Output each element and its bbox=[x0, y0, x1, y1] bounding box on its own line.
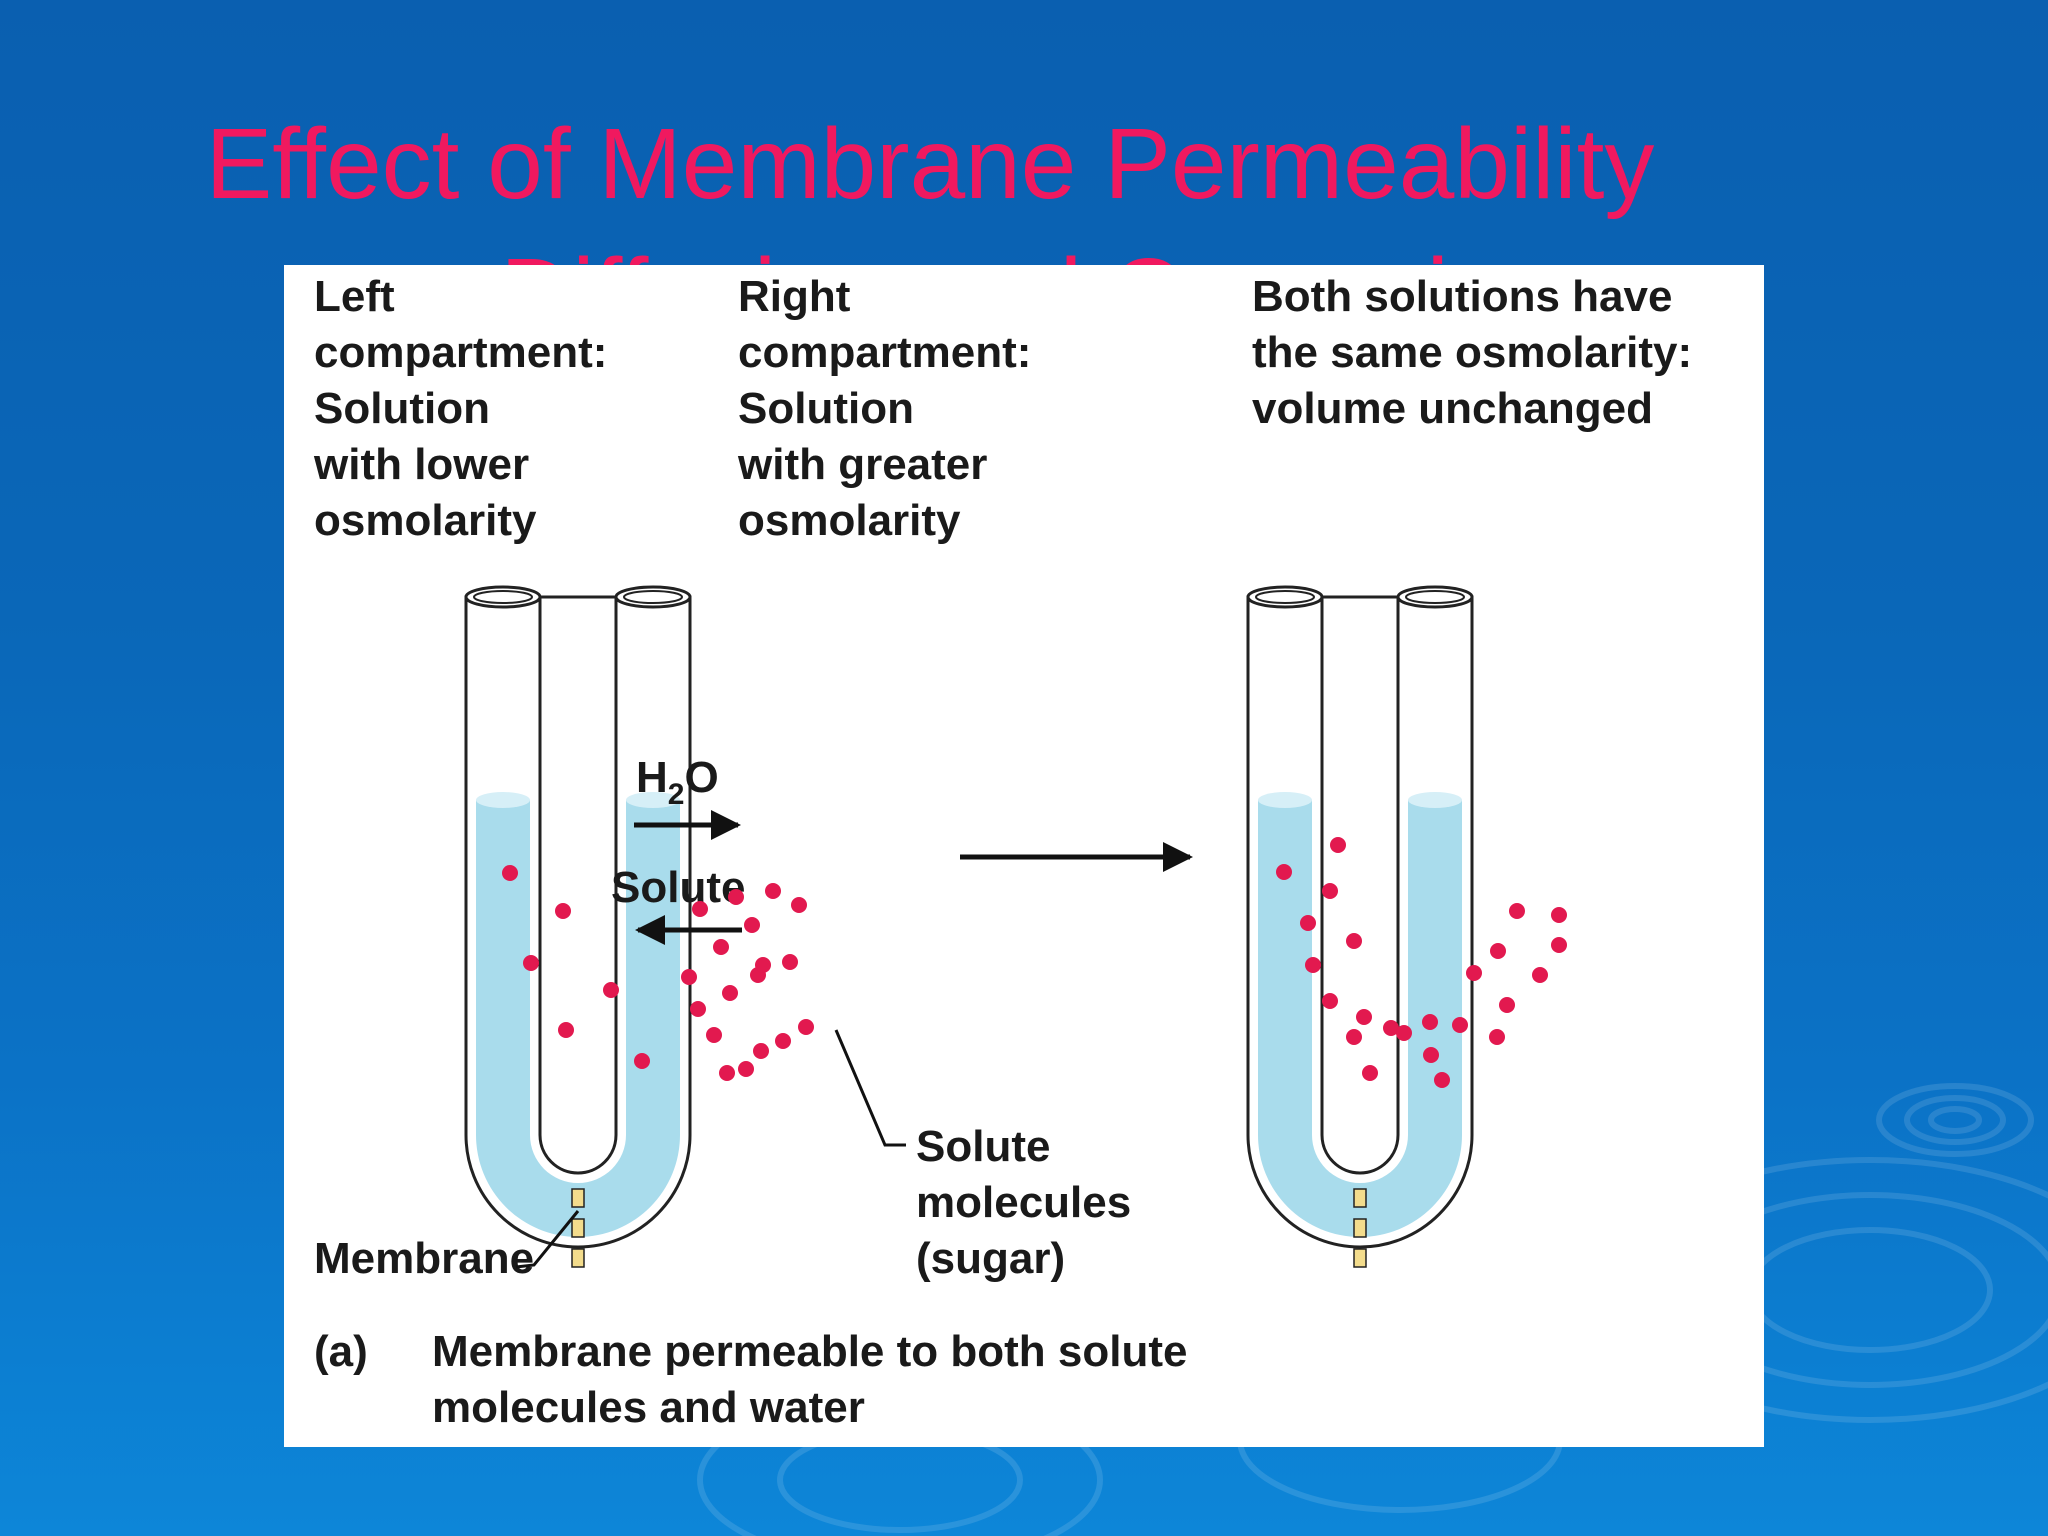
solution-before bbox=[476, 800, 680, 1237]
membrane-leader-line bbox=[515, 1210, 580, 1269]
solute-molecule bbox=[744, 917, 760, 933]
solute-molecule bbox=[1396, 1025, 1412, 1041]
caption: Membrane permeable to both solute molecu… bbox=[432, 1327, 1200, 1432]
solute-leader-line bbox=[834, 1029, 906, 1147]
title-line-1: Effect of Membrane Permeability bbox=[205, 108, 1655, 220]
solute-molecule bbox=[765, 883, 781, 899]
diagram-panel: Left compartment: Solution with lower os… bbox=[284, 265, 1764, 1447]
solute-molecule bbox=[1434, 1072, 1450, 1088]
solute-molecule bbox=[555, 903, 571, 919]
solute-molecule bbox=[1466, 965, 1482, 981]
solute-molecule bbox=[706, 1027, 722, 1043]
left-compartment-label: Left compartment: Solution with lower os… bbox=[313, 272, 620, 545]
solute-molecule bbox=[775, 1033, 791, 1049]
membrane-pore bbox=[1353, 1218, 1367, 1238]
osmosis-diagram: Left compartment: Solution with lower os… bbox=[313, 272, 1704, 1432]
solute-molecule bbox=[1362, 1065, 1378, 1081]
membrane-label: Membrane bbox=[314, 1234, 534, 1283]
solute-molecule bbox=[1330, 837, 1346, 853]
solute-molecule bbox=[713, 939, 729, 955]
solute-molecule bbox=[1383, 1020, 1399, 1036]
solute-molecule bbox=[1551, 937, 1567, 953]
solute-molecule bbox=[1300, 915, 1316, 931]
solute-molecule bbox=[753, 1043, 769, 1059]
membrane-before bbox=[571, 1188, 585, 1268]
solute-molecule bbox=[1305, 957, 1321, 973]
solute-molecule bbox=[558, 1022, 574, 1038]
result-label: Both solutions have the same osmolarity:… bbox=[1252, 272, 1704, 433]
solute-molecule bbox=[502, 865, 518, 881]
solute-molecule bbox=[1346, 1029, 1362, 1045]
solute-molecule bbox=[1276, 864, 1292, 880]
solute-molecule bbox=[1356, 1009, 1372, 1025]
right-compartment-label: Right compartment: Solution with greater… bbox=[737, 272, 1044, 545]
solute-molecule bbox=[523, 955, 539, 971]
solution-after bbox=[1258, 800, 1462, 1237]
solute-molecule bbox=[728, 889, 744, 905]
solute-molecule bbox=[722, 985, 738, 1001]
solute-molecule bbox=[1490, 943, 1506, 959]
solute-molecule bbox=[1346, 933, 1362, 949]
membrane-pore bbox=[1353, 1248, 1367, 1268]
solute-molecule bbox=[692, 901, 708, 917]
solute-arrow-label: Solute bbox=[611, 863, 745, 912]
solute-molecule bbox=[798, 1019, 814, 1035]
solute-molecule bbox=[681, 969, 697, 985]
u-tube-after bbox=[1246, 585, 1474, 1249]
solute-molecule bbox=[634, 1053, 650, 1069]
membrane-pore bbox=[1353, 1188, 1367, 1208]
solute-molecule bbox=[1423, 1047, 1439, 1063]
solute-molecule bbox=[1322, 883, 1338, 899]
solute-molecules-after bbox=[1276, 837, 1567, 1088]
caption-tag: (a) bbox=[314, 1327, 368, 1376]
solute-molecule bbox=[1489, 1029, 1505, 1045]
membrane-after bbox=[1353, 1188, 1367, 1268]
solute-molecule bbox=[1499, 997, 1515, 1013]
solute-molecule bbox=[738, 1061, 754, 1077]
solute-molecule bbox=[603, 982, 619, 998]
solute-molecule bbox=[782, 954, 798, 970]
solute-molecule bbox=[791, 897, 807, 913]
solute-molecule bbox=[755, 957, 771, 973]
solute-molecule bbox=[1322, 993, 1338, 1009]
solute-molecule bbox=[1551, 907, 1567, 923]
solute-molecules-label: Solute molecules (sugar) bbox=[916, 1122, 1143, 1283]
solute-molecule bbox=[719, 1065, 735, 1081]
solute-molecule bbox=[690, 1001, 706, 1017]
u-tube-before bbox=[464, 585, 692, 1268]
solute-molecule bbox=[1532, 967, 1548, 983]
solute-molecule bbox=[1422, 1014, 1438, 1030]
water-label: H2O bbox=[636, 753, 719, 811]
solute-molecules-before bbox=[502, 865, 814, 1081]
solute-molecule bbox=[1452, 1017, 1468, 1033]
solute-molecule bbox=[1509, 903, 1525, 919]
